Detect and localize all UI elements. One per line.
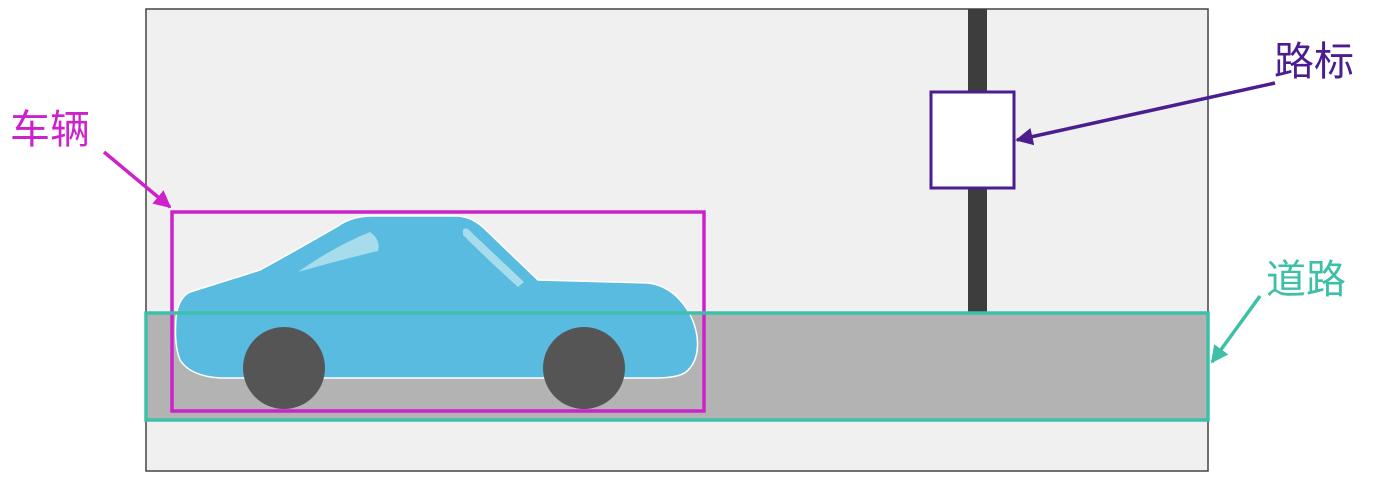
road-label: 道路: [1266, 257, 1346, 303]
road-sign-label: 路标: [1274, 39, 1354, 85]
sign-arrow: [1015, 81, 1276, 146]
road-sign-icon: [929, 90, 1016, 190]
car-window-front: [298, 232, 379, 272]
road-bounding-box: [144, 311, 1210, 422]
car-icon: [174, 215, 699, 409]
vehicle-label: 车辆: [10, 107, 90, 153]
car-front-wheel: [543, 327, 625, 409]
road-arrow: [1210, 294, 1262, 364]
car-window-rear: [463, 228, 524, 287]
vehicle-arrow: [102, 150, 172, 209]
car-rear-wheel: [243, 327, 325, 409]
